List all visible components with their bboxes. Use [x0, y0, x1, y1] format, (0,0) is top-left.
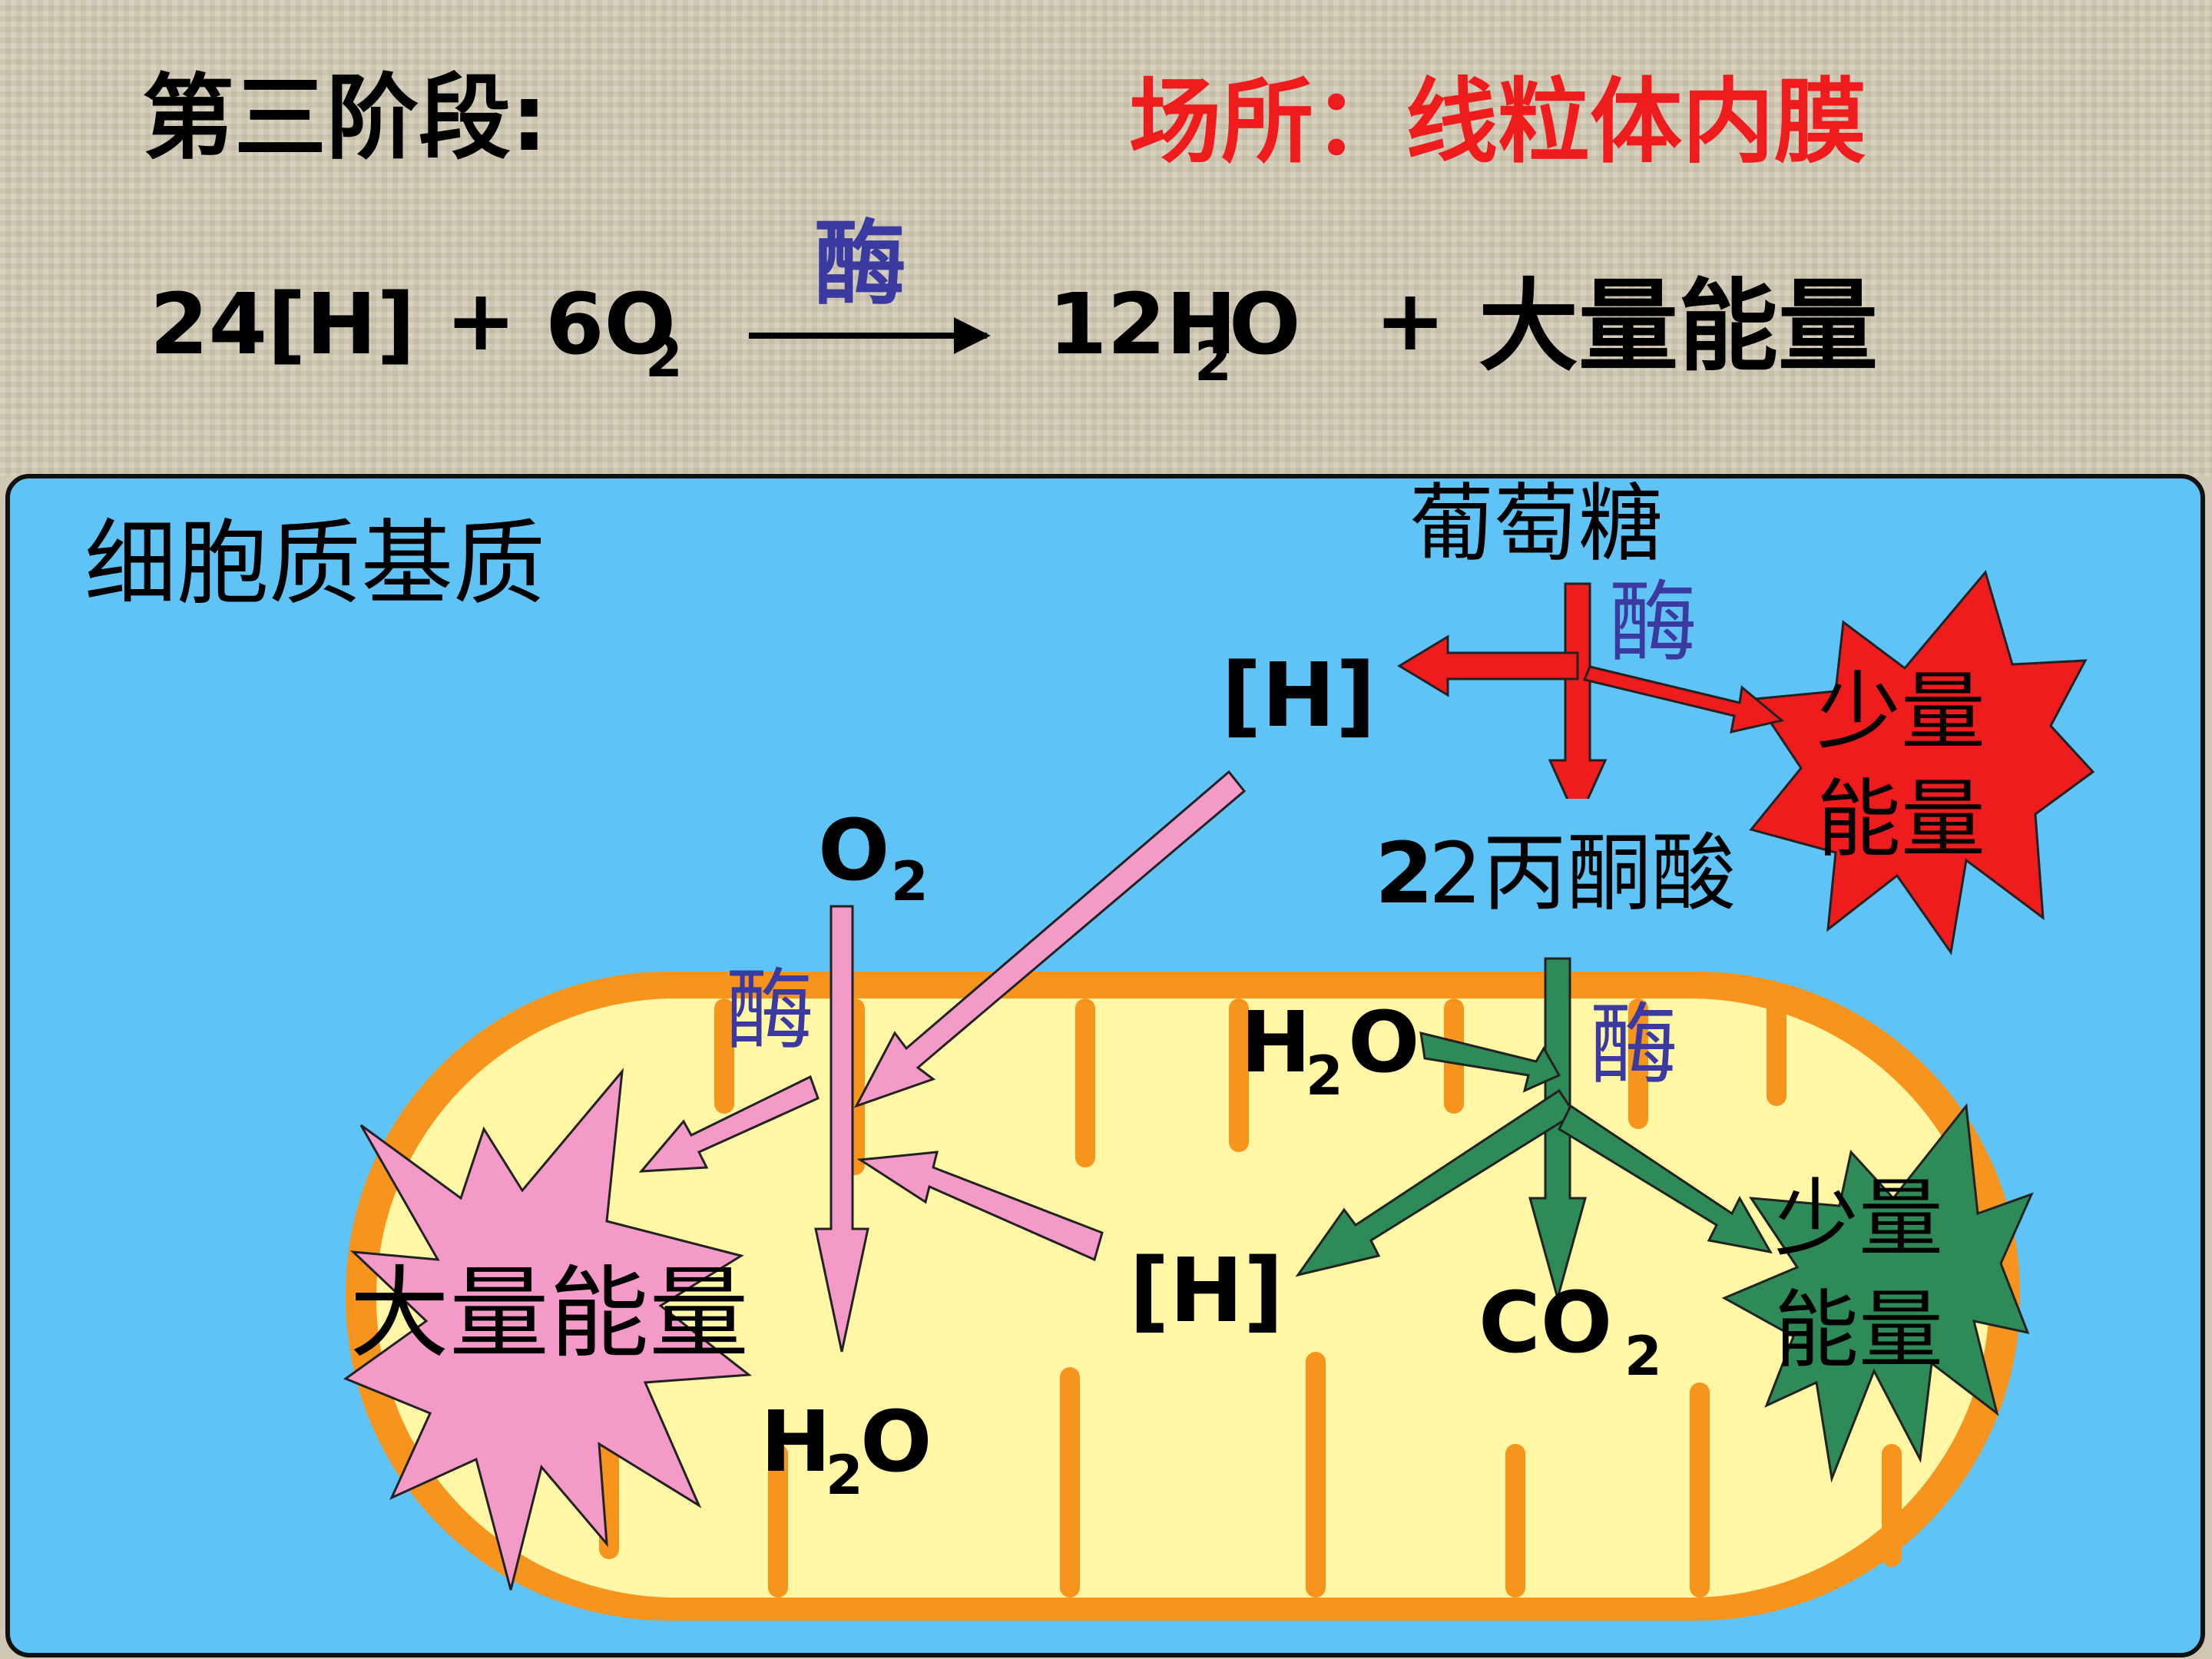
arrow-pyruvate-to-co2 — [1528, 957, 1587, 1303]
small-energy-red-line1: 少量 — [1816, 663, 1985, 761]
co2-subscript: 2 — [1624, 1325, 1662, 1388]
product-h2o-a: 12H — [1048, 275, 1237, 373]
small-energy-burst-red — [1749, 569, 2095, 955]
equation: 24[H] + 6O 2 酶 12H 2 O + 大量能量 — [150, 211, 1878, 393]
h2o-reactant-a: H — [1240, 993, 1311, 1091]
glucose-label: 葡萄糖 — [1409, 475, 1663, 573]
arrow-to-large-energy — [638, 1075, 820, 1173]
reactant-h: 24[H] — [150, 275, 416, 373]
h2o-reactant-b: O — [1348, 993, 1420, 1091]
location-label: 场所：线粒体内膜 — [1129, 69, 1866, 176]
small-energy-green-line1: 少量 — [1774, 1170, 1943, 1268]
arrow-to-h-top — [1397, 634, 1579, 697]
arrow-h2o-into-cycle — [1419, 1031, 1561, 1093]
large-energy-label: 大量能量 — [349, 1255, 749, 1372]
pyruvate-label: 2丙酮酸 — [1429, 824, 1736, 922]
cristae — [599, 998, 1902, 1598]
h2o-product-a: H — [760, 1392, 831, 1491]
glycolysis-arrows — [1397, 582, 1785, 825]
enzyme-label-glycolysis: 酶 — [1609, 571, 1697, 674]
pyruvate-label-number: 2 — [1375, 824, 1434, 922]
product-h2o-b: O — [1229, 275, 1301, 373]
cytoplasm-label: 细胞质基质 — [84, 511, 545, 618]
co2-label: CO — [1479, 1273, 1612, 1372]
small-energy-burst-green — [1721, 1103, 2034, 1483]
small-energy-red-line2: 能量 — [1816, 770, 1985, 869]
large-energy-burst-pink — [343, 1068, 752, 1591]
arrow-h-mid-to-center — [856, 1151, 1104, 1262]
enzyme-label-equation: 酶 — [814, 211, 906, 318]
h-label-top: [H] — [1221, 644, 1376, 747]
arrow-glucose-to-pyruvate — [1548, 582, 1608, 825]
stage-title: 第三阶段: — [142, 65, 548, 172]
arrow-to-small-energy-green — [1558, 1104, 1773, 1254]
product-energy: 大量能量 — [1479, 268, 1878, 385]
reactant-o2: 6O — [545, 275, 676, 373]
header-background — [0, 0, 2212, 476]
small-energy-green-line2: 能量 — [1774, 1281, 1943, 1379]
plus-sign-1: + — [445, 271, 516, 369]
arrow-to-h-mid — [1295, 1088, 1577, 1277]
enzyme-label-stage3: 酶 — [726, 959, 814, 1062]
reactant-o2-subscript: 2 — [645, 326, 683, 389]
h2o-product-b: O — [860, 1392, 932, 1491]
enzyme-label-stage2: 酶 — [1590, 994, 1678, 1097]
krebs-cycle-arrows — [1295, 957, 1773, 1303]
h2o-product-subscript: 2 — [826, 1444, 863, 1507]
h-label-mid: [H] — [1129, 1240, 1283, 1343]
product-h2o-subscript: 2 — [1194, 330, 1232, 393]
arrow-to-small-energy-red — [1582, 665, 1785, 733]
plus-sign-2: + — [1375, 271, 1445, 369]
arrow-h-top-to-center — [853, 770, 1247, 1108]
pyruvate-backdrop — [1352, 799, 1720, 933]
o2-subscript: 2 — [891, 850, 929, 913]
h2o-reactant-subscript: 2 — [1306, 1045, 1343, 1108]
oxidative-phosphorylation-arrows — [638, 770, 1247, 1353]
arrow-o2-to-h2o — [814, 905, 869, 1353]
o2-label: O — [818, 801, 890, 899]
